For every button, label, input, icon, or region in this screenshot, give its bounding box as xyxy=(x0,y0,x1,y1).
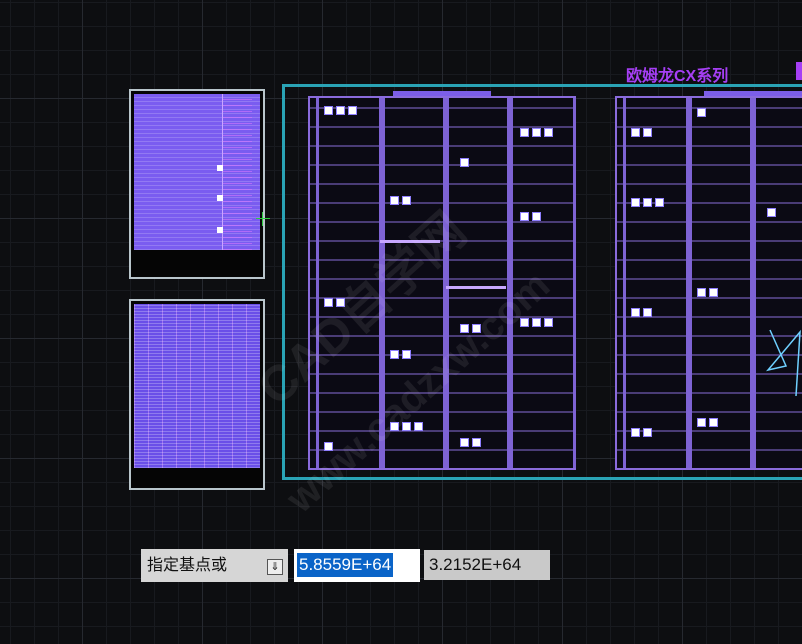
panel-top-rail xyxy=(393,91,491,97)
sheet-thumbnail-1[interactable] xyxy=(129,89,265,279)
arrow-down-icon[interactable]: ⇓ xyxy=(267,559,283,575)
drawing-title-label: 欧姆龙CX系列 xyxy=(626,68,729,85)
drawing-sketch-lines xyxy=(766,329,801,397)
coordinate-x-value: 5.8559E+64 xyxy=(297,553,394,577)
command-prompt-text: 指定基点或 xyxy=(147,557,228,574)
coordinate-x-input[interactable]: 5.8559E+64 xyxy=(294,549,420,582)
sheet-thumbnail-2[interactable] xyxy=(129,299,265,490)
cursor-crosshair-icon xyxy=(256,212,270,226)
coordinate-y-input[interactable]: 3.2152E+64 xyxy=(424,550,550,580)
ladder-diagram-panel-1[interactable] xyxy=(308,96,576,470)
drawing-title-label-cut xyxy=(796,62,802,80)
panel-top-rail xyxy=(704,91,802,97)
command-prompt: 指定基点或 ⇓ xyxy=(141,549,288,582)
drawing-frame xyxy=(282,84,802,480)
ladder-diagram-panel-2[interactable] xyxy=(615,96,802,470)
